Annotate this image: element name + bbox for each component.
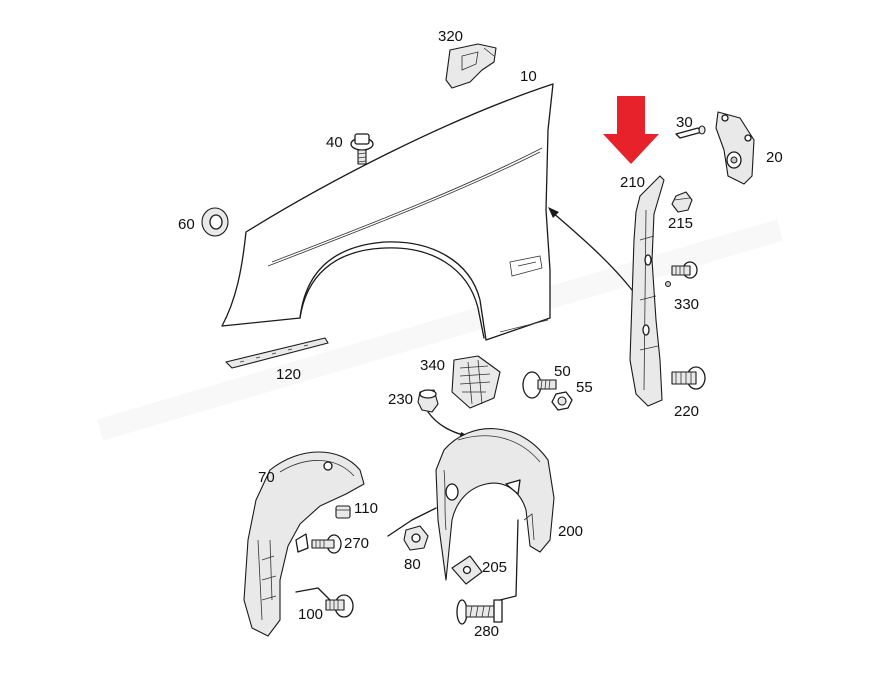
pin-30[interactable] — [675, 125, 706, 139]
label-50: 50 — [554, 363, 571, 380]
fender-part[interactable] — [221, 83, 554, 341]
label-70: 70 — [258, 469, 275, 486]
clip-230[interactable] — [417, 389, 439, 413]
screw-280-leader — [499, 519, 519, 601]
push-rivet-330[interactable] — [665, 261, 698, 287]
label-60: 60 — [178, 216, 195, 233]
label-330: 330 — [674, 296, 699, 313]
bracket-320[interactable] — [445, 43, 497, 89]
fender-mount-arrow — [551, 211, 633, 291]
label-215: 215 — [668, 215, 693, 232]
label-205: 205 — [482, 559, 507, 576]
label-220: 220 — [674, 403, 699, 420]
label-340: 340 — [420, 357, 445, 374]
screw-100[interactable] — [325, 594, 354, 618]
bolt-40[interactable] — [350, 133, 374, 165]
grommet-60[interactable] — [201, 207, 229, 237]
clip-230-arrow — [427, 411, 467, 437]
nut-55[interactable] — [551, 391, 573, 411]
wheel-liner-200[interactable] — [435, 428, 555, 581]
nut-plate-205[interactable] — [451, 555, 483, 585]
label-80: 80 — [404, 556, 421, 573]
wheel-liner-70[interactable] — [243, 451, 365, 637]
label-200: 200 — [558, 523, 583, 540]
label-280: 280 — [474, 623, 499, 640]
clip-80[interactable] — [403, 525, 429, 551]
bracket-20[interactable] — [715, 111, 755, 185]
label-110: 110 — [354, 500, 378, 517]
fender-mount-arrowhead — [548, 207, 559, 218]
label-40: 40 — [326, 134, 343, 151]
label-120: 120 — [276, 366, 301, 383]
label-20: 20 — [766, 149, 783, 166]
part-labels: 10 20 30 40 50 55 60 70 80 100 110 120 2… — [178, 28, 783, 640]
highlight-arrow-icon — [603, 96, 659, 164]
bracket-340[interactable] — [451, 355, 501, 409]
clip-80-leader — [387, 507, 437, 537]
screw-280[interactable] — [456, 599, 503, 625]
trim-strip-120[interactable] — [225, 337, 329, 369]
watermark-band — [96, 219, 784, 441]
screw-220[interactable] — [671, 366, 706, 390]
stud-50[interactable] — [522, 371, 557, 399]
clip-110[interactable] — [335, 505, 351, 519]
label-30: 30 — [676, 114, 693, 131]
screw-270[interactable] — [311, 534, 342, 554]
label-320: 320 — [438, 28, 463, 45]
clip-215[interactable] — [671, 191, 693, 213]
label-10: 10 — [520, 68, 537, 85]
label-270: 270 — [344, 535, 369, 552]
fender-bracket-210[interactable] — [629, 175, 665, 407]
label-55: 55 — [576, 379, 593, 396]
screw-100-leader — [295, 587, 331, 601]
label-210: 210 — [620, 174, 645, 191]
label-100: 100 — [298, 606, 323, 623]
label-230: 230 — [388, 391, 413, 408]
